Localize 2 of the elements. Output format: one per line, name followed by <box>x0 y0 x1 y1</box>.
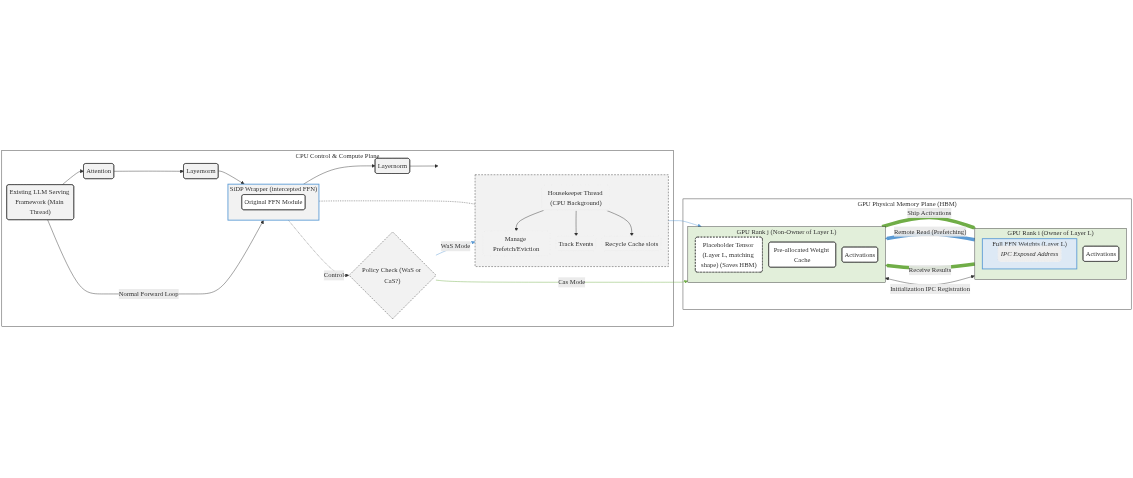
arrow <box>881 216 976 230</box>
cluster <box>474 174 669 268</box>
